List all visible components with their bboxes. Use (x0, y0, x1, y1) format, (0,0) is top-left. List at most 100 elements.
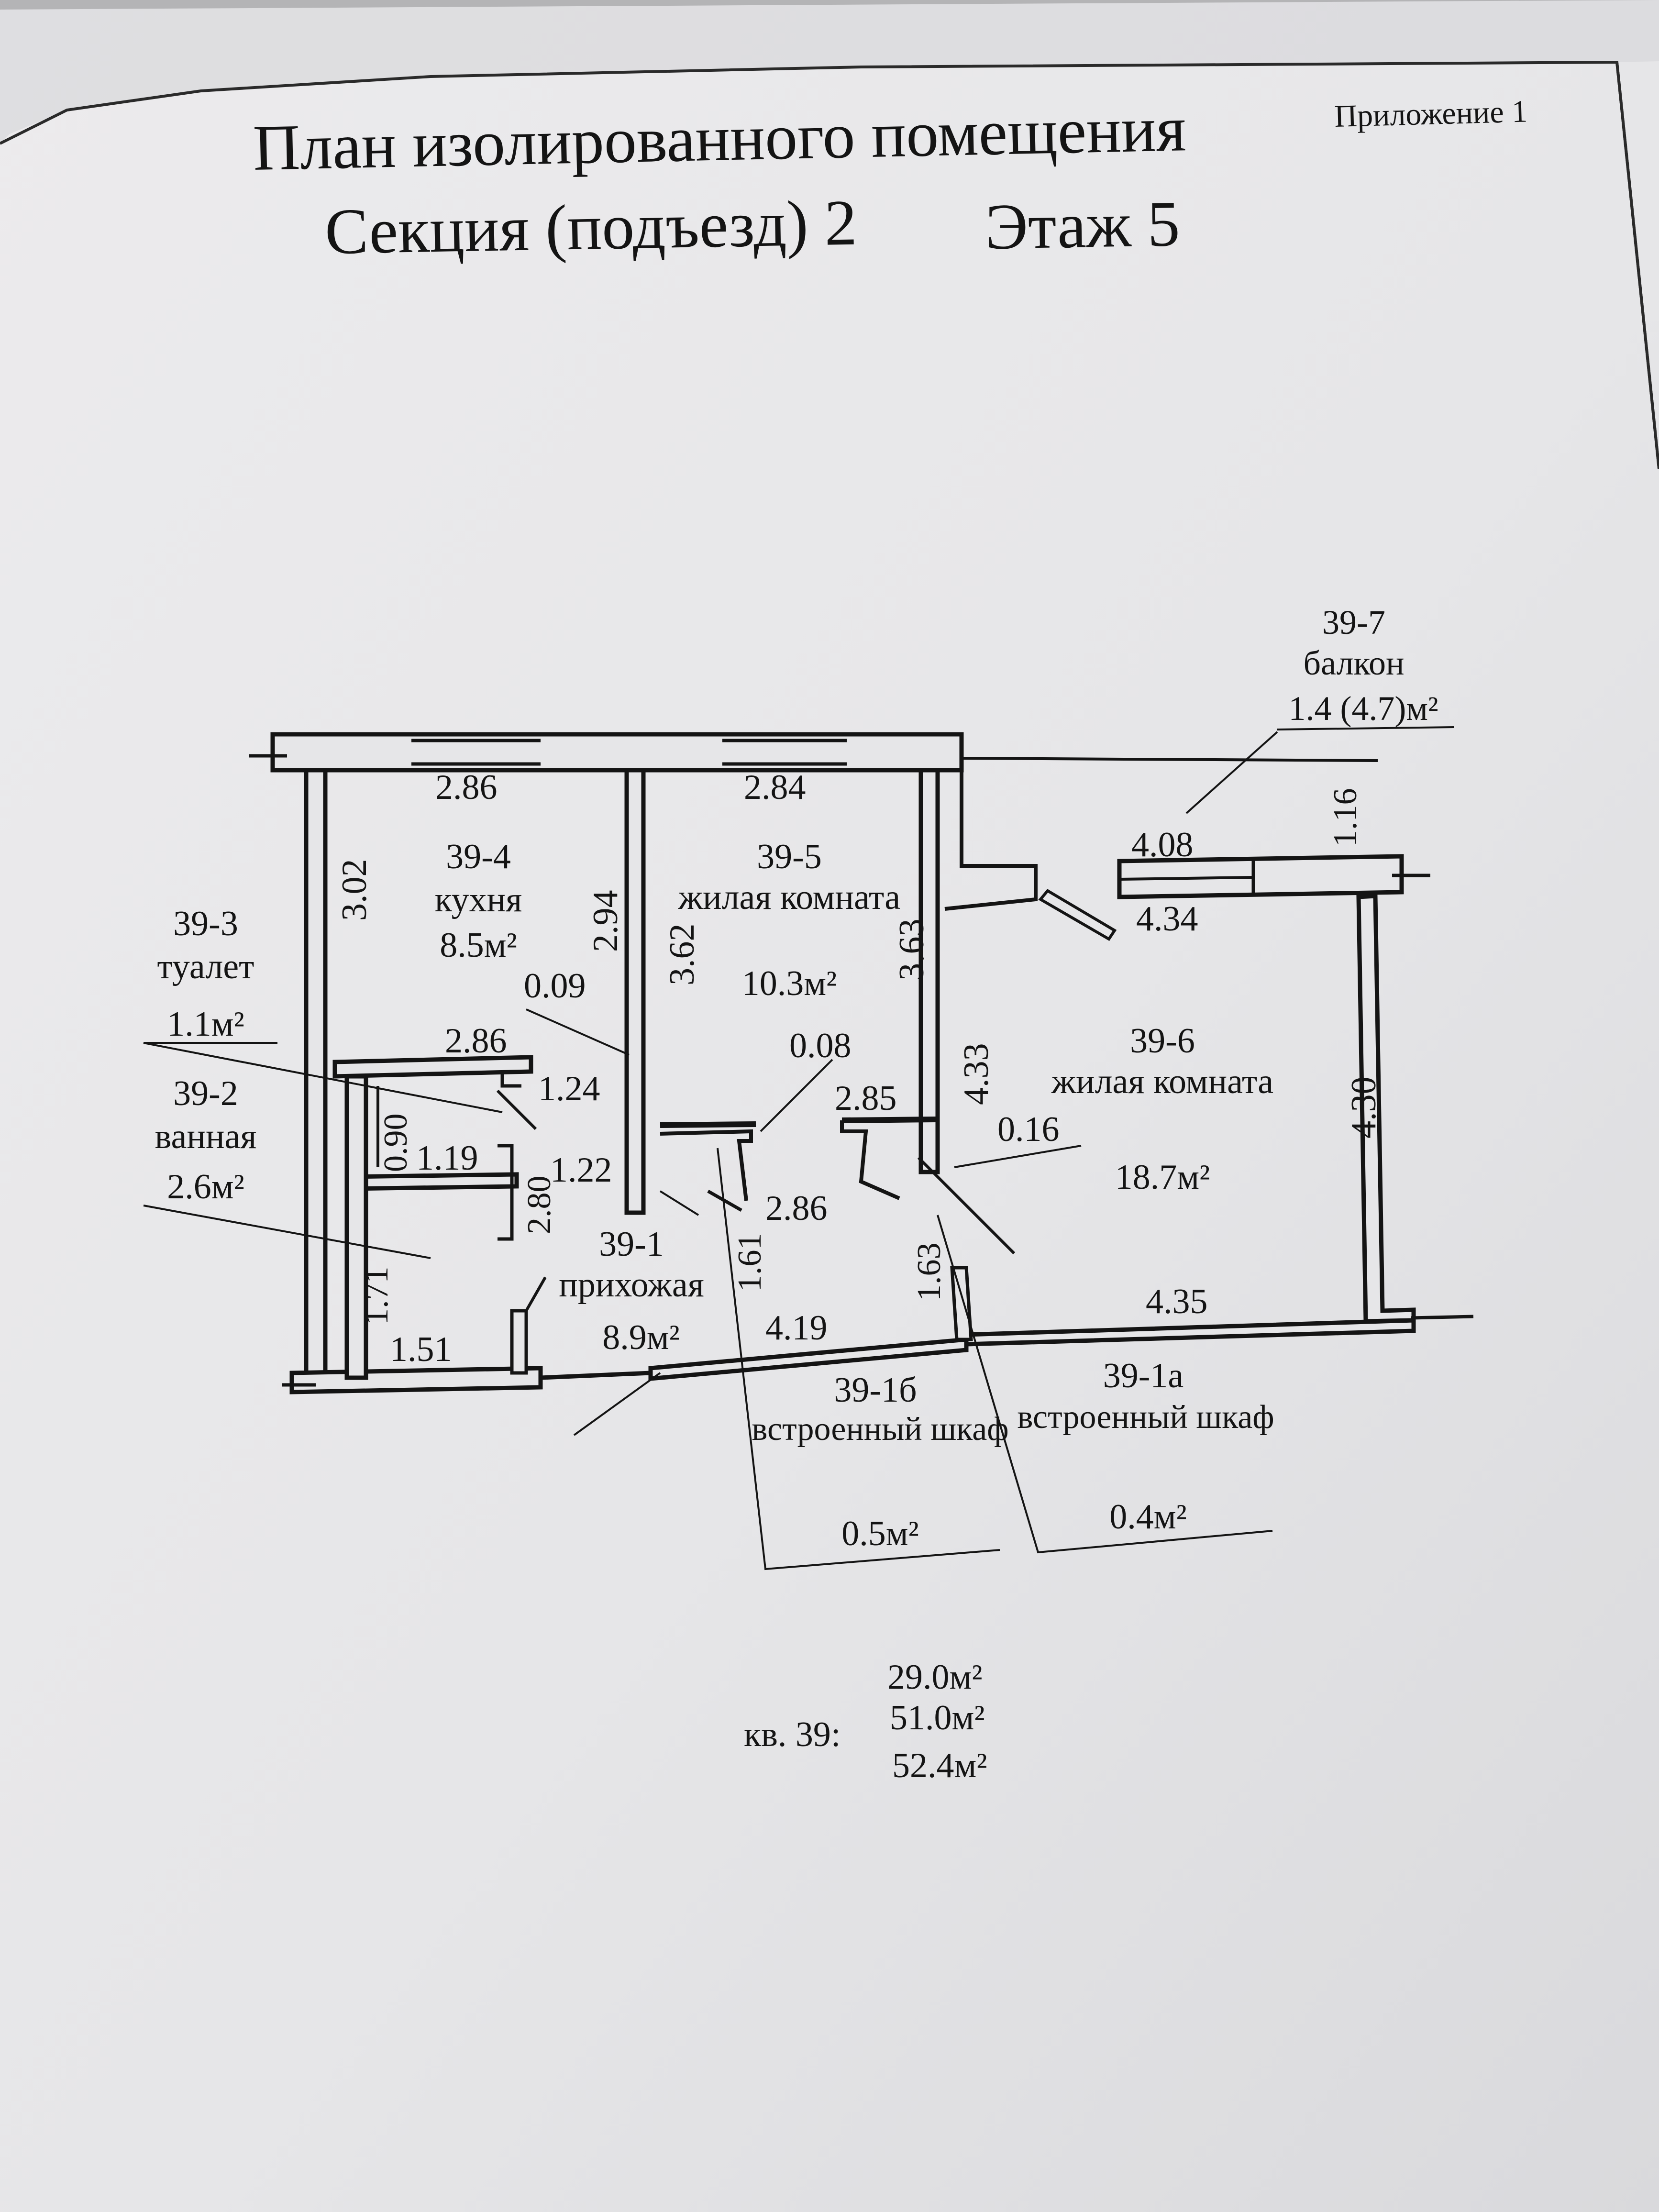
leader-lines (143, 726, 1455, 1571)
wardrobe-a-door (917, 1156, 1016, 1255)
balcony-slab-inner (1119, 876, 1254, 881)
room-39-5-area: 10.3м² (742, 964, 837, 1003)
floor-label: Этаж 5 (984, 188, 1181, 263)
living-area: 29.0м² (887, 1658, 983, 1697)
room-39-2-area: 2.6м² (167, 1167, 244, 1206)
wardrobe-a-front (950, 1266, 973, 1341)
room-39-7-id: 39-7 (1322, 603, 1385, 641)
dim-corridor-width: 2.85 (835, 1079, 897, 1118)
dim-room5-left: 3.62 (663, 924, 702, 986)
bottom-left-wall (289, 1366, 543, 1394)
dim-room6-right: 4.30 (1344, 1077, 1383, 1139)
room-39-3-area: 1.1м² (167, 1005, 244, 1044)
paper-top-edge-shadow (0, 0, 1659, 144)
leader-room5-gap (760, 1059, 833, 1132)
balcony-door-leaf (1038, 889, 1117, 941)
toilet-door-jamb (500, 1072, 521, 1088)
wardrobe-a-rail (841, 1117, 938, 1123)
total-area-with-balcony: 52.4м² (892, 1746, 987, 1785)
leader-bath (143, 1205, 431, 1259)
bottom-wall-hall (648, 1337, 969, 1381)
floor-plan (143, 726, 1474, 1571)
leader-kitchen-gap (526, 1008, 630, 1056)
room-39-1a-id: 39-1а (1103, 1356, 1184, 1395)
wall-bath-left (344, 1074, 368, 1380)
dim-kitchen-width: 2.86 (435, 768, 498, 807)
leader-room6-gap (954, 1145, 1082, 1168)
wall-kitchen-room5 (624, 768, 646, 1215)
room-39-2-id: 39-2 (173, 1074, 238, 1113)
dim-room6-partition: 4.33 (957, 1043, 996, 1106)
room-39-1a-area: 0.4м² (1109, 1497, 1187, 1537)
dim-room5-gap: 0.08 (789, 1026, 852, 1065)
dim-balcony-outer: 4.08 (1131, 825, 1194, 864)
room-39-1-area: 8.9м² (602, 1318, 680, 1357)
toilet-door (496, 1089, 537, 1130)
wardrobe-b-door (707, 1189, 742, 1212)
dim-room5-right: 3.63 (892, 919, 931, 981)
dim-bath-height: 2.80 (521, 1176, 558, 1235)
room-39-4-name: кухня (435, 880, 522, 919)
balcony-outline (944, 761, 1038, 911)
area-summary: кв. 39: 29.0м² 51.0м² 52.4м² (744, 1658, 987, 1785)
room-39-4-area: 8.5м² (440, 926, 517, 965)
balcony-slab (1117, 854, 1404, 899)
bottom-wall-link (540, 1371, 651, 1380)
leader-balcony-under (1277, 726, 1455, 730)
total-area: 51.0м² (890, 1698, 985, 1737)
section-label: Секция (подъезд) 2 (324, 187, 858, 268)
room-39-4-id: 39-4 (446, 837, 511, 876)
page-border-right (1615, 62, 1659, 469)
leader-toilet (143, 1042, 503, 1113)
dim-room6-gap: 0.16 (997, 1110, 1060, 1149)
room-39-6-id: 39-6 (1130, 1021, 1195, 1061)
wardrobe-b-outline (660, 1129, 753, 1201)
bath-door-jamb (498, 1144, 514, 1241)
appendix-label: Приложение 1 (1334, 94, 1528, 134)
balcony-rail-top (961, 757, 1378, 762)
room-labels: 39-4 кухня 8.5м² 39-5 жилая комната 10.3… (155, 603, 1438, 1553)
room-39-5-id: 39-5 (757, 837, 822, 876)
dim-toilet-height: 1.24 (538, 1069, 600, 1108)
entry-door-jamb (510, 1309, 528, 1375)
dim-room5-width: 2.84 (744, 768, 806, 807)
dim-bath-door: 1.22 (550, 1150, 612, 1190)
leader-wardrobe-a (937, 1215, 1273, 1554)
dim-wardrobe-a-depth: 1.63 (911, 1243, 948, 1302)
room-39-1-id: 39-1 (599, 1225, 664, 1264)
room-39-7-area: 1.4 (4.7)м² (1288, 689, 1438, 728)
room-39-2-name: ванная (155, 1117, 257, 1156)
room-39-3-id: 39-3 (173, 904, 238, 943)
leader-hall (573, 1372, 661, 1436)
dim-toilet-inner: 1.19 (416, 1139, 478, 1178)
room-39-1a-name: встроенный шкаф (1017, 1399, 1274, 1436)
room-39-1-name: прихожая (559, 1265, 704, 1305)
dim-hall-width: 2.86 (765, 1189, 828, 1228)
dim-room6-bottom: 4.35 (1146, 1282, 1208, 1321)
room-39-1b-id: 39-1б (834, 1371, 917, 1410)
entry-door (525, 1276, 547, 1312)
room-39-6-area: 18.7м² (1115, 1158, 1210, 1197)
dim-kitchen-right: 2.94 (586, 890, 625, 952)
dim-balcony-depth: 1.16 (1327, 788, 1364, 847)
dim-balcony-inner: 4.34 (1136, 899, 1198, 939)
wall-tick-bottom-right (1411, 1315, 1474, 1320)
dim-toilet-depth: 0.90 (377, 1114, 414, 1172)
wardrobe-a-outline (840, 1120, 900, 1200)
room-39-3-name: туалет (157, 947, 254, 986)
dim-bath-left: 1.71 (358, 1267, 395, 1326)
wall-room5-room6 (918, 768, 940, 1174)
dim-kitchen-gap: 0.09 (524, 966, 586, 1006)
dim-toilet-width: 2.86 (445, 1021, 507, 1061)
room-39-1b-name: встроенный шкаф (752, 1411, 1008, 1448)
leader-balcony (1185, 731, 1278, 814)
dimension-labels: 2.86 2.84 3.02 2.94 3.62 3.63 0.09 0.08 … (335, 768, 1383, 1369)
top-exterior-wall (270, 732, 964, 773)
leader-wardrobe-b (717, 1148, 1000, 1571)
wall-toilet-top (332, 1055, 533, 1079)
dim-wardrobe-b-depth: 1.61 (731, 1233, 768, 1292)
leader-corridor (659, 1190, 699, 1216)
room-39-5-name: жилая комната (678, 878, 900, 917)
